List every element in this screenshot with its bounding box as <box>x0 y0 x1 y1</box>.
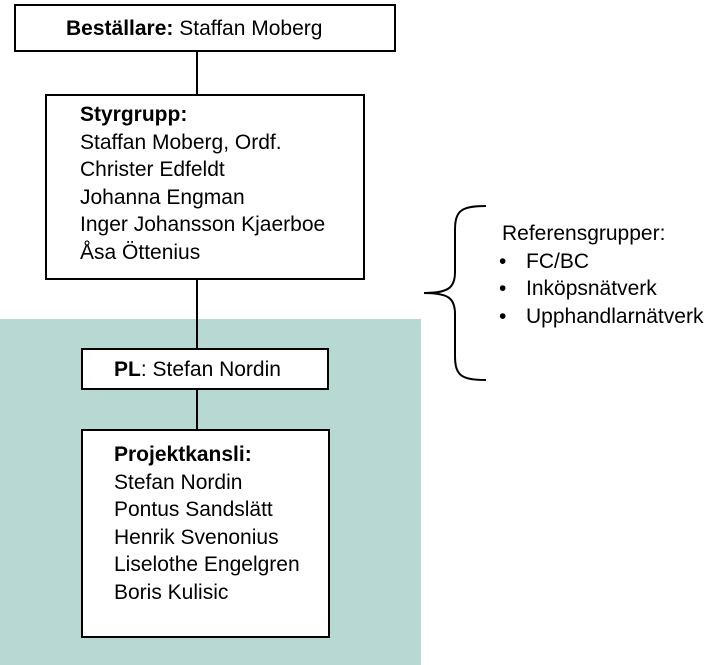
referensgrupp-item: • Inköpsnätverk <box>499 275 703 303</box>
projektkansli-member: Stefan Nordin <box>114 470 243 494</box>
styrgrupp-member: Inger Johansson Kjaerboe <box>80 213 326 236</box>
projektkansli-member: Liselothe Engelgren <box>114 553 300 576</box>
referensgrupper: Referensgrupper: • FC/BC • Inköpsnätverk… <box>499 220 703 331</box>
pl-box: PL: Stefan Nordin <box>81 348 329 390</box>
projektkansli-box: Projektkansli: Stefan Nordin Pontus Sand… <box>81 429 330 638</box>
bestallare-name: Staffan Moberg <box>179 17 323 40</box>
connector-pl-projektkansli <box>196 389 198 430</box>
styrgrupp-member: Åsa Öttenius <box>80 240 201 264</box>
referensgrupp-item-label: Inköpsnätverk <box>526 277 657 300</box>
styrgrupp-box: Styrgrupp: Staffan Moberg, Ordf. Christe… <box>45 94 365 280</box>
pl-name: Stefan Nordin <box>152 358 281 381</box>
connector-styrgrupp-pl <box>196 280 198 348</box>
styrgrupp-member: Johanna Engman <box>80 185 245 209</box>
referensgrupp-item-label: FC/BC <box>526 249 589 273</box>
bestallare-label: Beställare: <box>66 17 174 40</box>
styrgrupp-member: Staffan Moberg, Ordf. <box>80 130 282 154</box>
projektkansli-label: Projektkansli: <box>114 443 252 466</box>
styrgrupp-member: Christer Edfeldt <box>80 158 225 181</box>
referensgrupp-item-label: Upphandlarnätverk <box>526 304 704 328</box>
bestallare-box: Beställare: Staffan Moberg <box>14 4 396 52</box>
referensgrupp-item: • Upphandlarnätverk <box>499 303 703 331</box>
referensgrupp-item: • FC/BC <box>499 248 703 276</box>
curly-brace-icon <box>423 205 487 381</box>
projektkansli-member: Boris Kulisic <box>114 580 229 604</box>
pl-separator: : <box>140 358 147 381</box>
connector-bestallare-styrgrupp <box>196 51 198 95</box>
referensgrupper-label: Referensgrupper: <box>502 222 666 245</box>
pl-label: PL <box>114 358 141 381</box>
bullet-icon: • <box>499 304 507 328</box>
styrgrupp-label: Styrgrupp: <box>80 103 188 126</box>
bullet-icon: • <box>499 277 507 300</box>
projektkansli-member: Henrik Svenonius <box>114 525 279 549</box>
bullet-icon: • <box>499 249 507 273</box>
projektkansli-member: Pontus Sandslätt <box>114 498 273 521</box>
